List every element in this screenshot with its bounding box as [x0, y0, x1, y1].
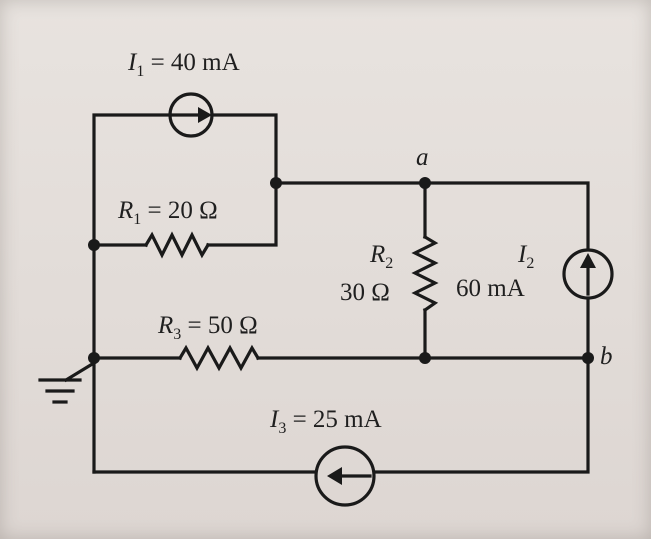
- label-r1: R1 = 20 Ω: [117, 197, 218, 228]
- label-node-b: b: [600, 343, 613, 370]
- current-source-i3: [314, 445, 376, 507]
- label-i3: I3 = 25 mA: [269, 406, 382, 437]
- node-dot-r1-left: [88, 239, 100, 251]
- label-r2-symbol: R2: [369, 241, 393, 272]
- resistor-r1-zigzag: [143, 231, 211, 259]
- arrow-up-icon: [580, 253, 596, 268]
- ground-icon: [38, 378, 82, 404]
- wire-bottom: [92, 356, 590, 474]
- wire-r1-right: [206, 181, 278, 247]
- label-r2-value: 30 Ω: [340, 279, 390, 306]
- wire-ground: [63, 360, 97, 383]
- label-i1: I1 = 40 mA: [127, 49, 240, 80]
- arrow-left-icon: [327, 467, 342, 485]
- label-i2-value: 60 mA: [456, 275, 525, 302]
- label-i2-symbol: I2: [517, 241, 534, 272]
- node-dot-r2-bottom: [419, 352, 431, 364]
- wires: [63, 113, 590, 474]
- label-r3: R3 = 50 Ω: [157, 312, 258, 343]
- node-dot-ground: [88, 352, 100, 364]
- current-source-i2: [562, 248, 614, 300]
- arrow-right-icon: [198, 107, 212, 123]
- wire-top: [274, 181, 590, 250]
- resistor-r2-zigzag: [411, 234, 439, 313]
- current-source-i1: [168, 92, 214, 138]
- node-dot-a: [419, 177, 431, 189]
- wire-i1-loop: [92, 113, 278, 247]
- node-dot-b: [582, 352, 594, 364]
- resistor-r3-zigzag: [177, 344, 261, 372]
- node-dot-top-junction: [270, 177, 282, 189]
- label-node-a: a: [416, 144, 429, 171]
